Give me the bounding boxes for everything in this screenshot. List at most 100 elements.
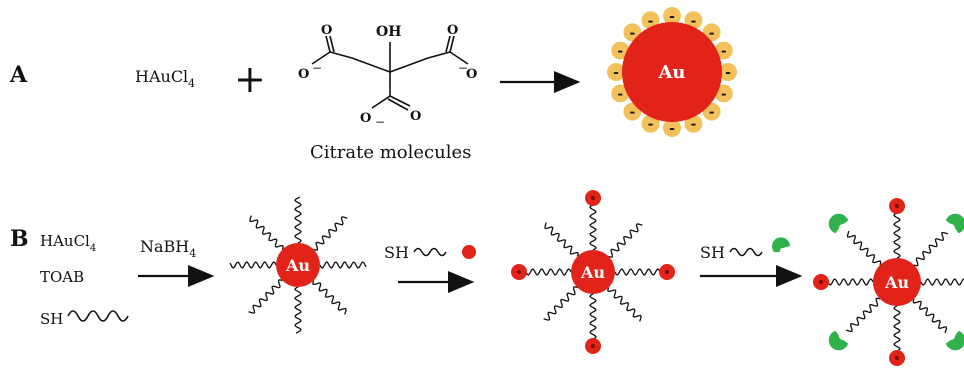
- charge-left: −: [312, 61, 322, 75]
- au-label: Au: [580, 263, 605, 282]
- citrate-bead: [719, 63, 737, 81]
- citrate-bead: [663, 119, 681, 137]
- au-label-a: Au: [657, 62, 685, 83]
- negative-charge: -: [629, 105, 635, 121]
- citrate-bead: [684, 11, 703, 30]
- arrow-3-green-ligand: [772, 237, 790, 252]
- negative-charge: -: [721, 86, 727, 102]
- arrow-2-red-ligand: [462, 245, 476, 259]
- red-functionalized-nanoparticle: Au: [511, 190, 675, 354]
- negative-charge: -: [617, 44, 623, 60]
- carboxyl-o-bottom-right: O: [410, 109, 421, 124]
- citrate-bead: [714, 84, 733, 103]
- au-label: Au: [884, 273, 909, 292]
- carboxyl-o-right-bottom: O: [466, 67, 477, 82]
- au-label: Au: [285, 256, 310, 275]
- hydroxyl-label: OH: [376, 24, 401, 40]
- red-ligand-center: [895, 204, 899, 208]
- citrate-bead: [641, 114, 660, 133]
- negative-charge: -: [648, 13, 654, 29]
- thiol-chain: [249, 215, 284, 250]
- arrow-2-label: SH: [384, 243, 409, 262]
- thiol-chain: [846, 230, 882, 266]
- reagent-thiol: SH: [40, 310, 63, 328]
- charge-bottom: −: [375, 115, 385, 129]
- green-ligand: [945, 330, 964, 351]
- negative-charge: -: [617, 86, 623, 102]
- negative-charge: -: [669, 9, 675, 25]
- citrate-bead: [684, 114, 703, 133]
- charge-right: −: [458, 61, 468, 75]
- negative-charge: -: [691, 117, 697, 133]
- citrate-bead: [611, 41, 630, 60]
- carboxyl-o-left-bottom: O: [298, 67, 309, 82]
- red-ligand-center: [819, 280, 823, 284]
- negative-charge: -: [725, 65, 731, 81]
- citrate-shell: ----------------: [607, 7, 737, 137]
- arrow-1-label: NaBH4: [140, 237, 196, 260]
- red-ligand-center: [591, 196, 595, 200]
- thiol-chain: [543, 286, 578, 321]
- red-ligand-center: [517, 270, 521, 274]
- thiol-capped-nanoparticle: Au: [229, 196, 367, 334]
- thiol-chain: [319, 261, 367, 269]
- thiol-chain: [313, 216, 348, 251]
- thiol-chain: [607, 287, 642, 322]
- thiol-chain: [312, 280, 347, 315]
- carboxyl-o-left-top: O: [321, 23, 332, 38]
- red-ligand-center: [665, 270, 669, 274]
- negative-charge: -: [613, 65, 619, 81]
- negative-charge: -: [721, 44, 727, 60]
- thiol-chain: [920, 278, 964, 286]
- citrate-capped-nanoparticle: ---------------- Au: [607, 7, 737, 137]
- arrow-2-chain-icon: [413, 247, 447, 257]
- citrate-bead: [611, 84, 630, 103]
- green-ligand: [828, 213, 849, 234]
- arrow-3-label: SH: [700, 243, 725, 262]
- thiol-chain: [845, 297, 881, 333]
- gold-core: [571, 250, 615, 294]
- thiol-chain: [913, 231, 949, 267]
- carboxyl-o-right-top: O: [447, 23, 458, 38]
- panel-a-label: A: [9, 62, 28, 88]
- negative-charge: -: [691, 13, 697, 29]
- negative-charge: -: [648, 117, 654, 133]
- thiol-chain: [248, 279, 283, 314]
- citrate-bead: [663, 7, 681, 25]
- plus-sign: +: [234, 57, 266, 101]
- thiol-chain: [524, 268, 572, 276]
- reagent-haucl4: HAuCl4: [40, 232, 96, 254]
- red-ligand-center: [591, 344, 595, 348]
- thiol-chain: [589, 293, 597, 341]
- carboxyl-o-bottom-left: O: [360, 111, 371, 126]
- thiol-chain: [589, 203, 597, 251]
- red-ligand-center: [895, 356, 899, 360]
- negative-charge: -: [669, 121, 675, 137]
- green-ligand: [945, 213, 964, 234]
- panel-b-label: B: [10, 226, 29, 252]
- gold-core: [276, 243, 320, 287]
- thiol-chain: [544, 222, 579, 257]
- citrate-caption: Citrate molecules: [310, 142, 471, 163]
- arrow-3-chain-icon: [729, 247, 763, 257]
- green-functionalized-nanoparticle: Au: [813, 198, 964, 366]
- thiol-chain: [294, 286, 302, 334]
- gold-core: [873, 258, 921, 306]
- thiol-chain: [608, 223, 643, 258]
- citrate-bead: [641, 11, 660, 30]
- negative-charge: -: [629, 25, 635, 41]
- thiol-chain-icon: [67, 310, 129, 322]
- gold-core-a: [622, 22, 722, 122]
- thiol-chain: [614, 268, 662, 276]
- green-ligand: [828, 330, 849, 351]
- citrate-structure: [311, 35, 469, 111]
- citrate-bead: [714, 41, 733, 60]
- thiol-chain: [294, 196, 302, 244]
- thiol-chain: [912, 298, 948, 334]
- reactant-haucl4: HAuCl4: [135, 67, 195, 90]
- thiol-chain: [893, 305, 901, 353]
- citrate-bead: [607, 63, 625, 81]
- thiol-chain: [826, 278, 874, 286]
- thiol-chain: [893, 211, 901, 259]
